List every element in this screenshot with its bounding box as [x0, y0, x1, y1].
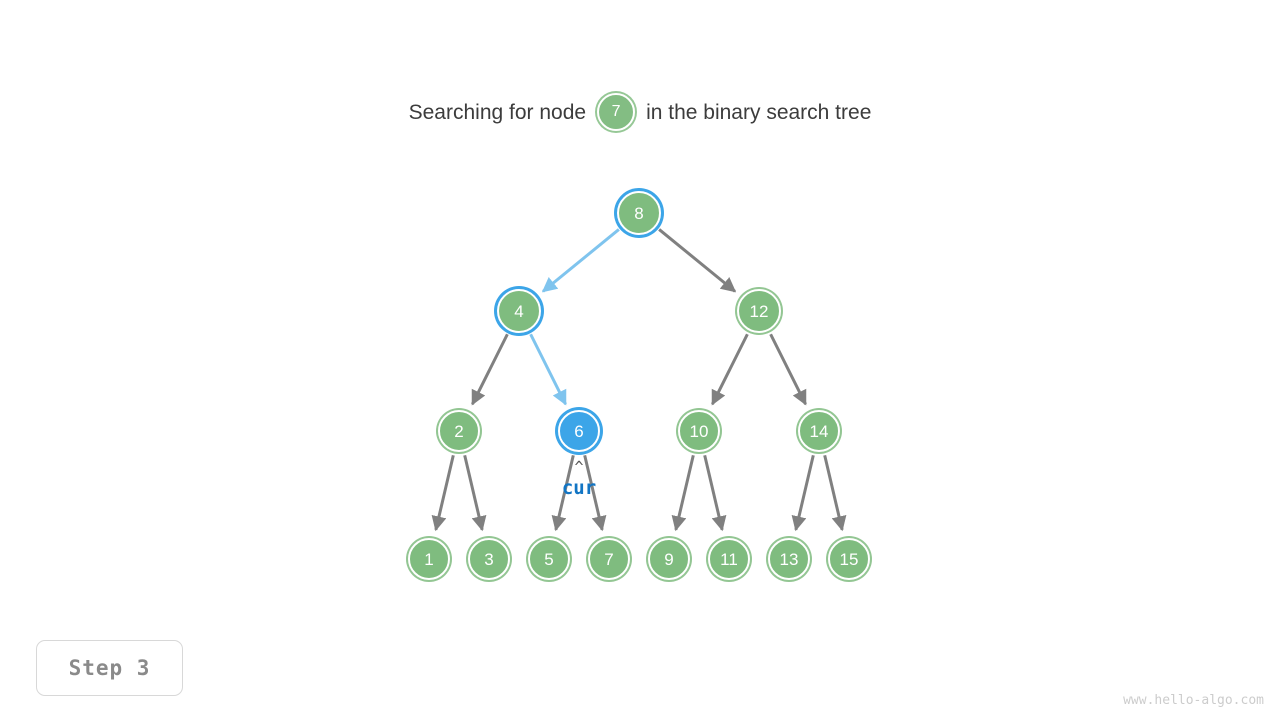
tree-node-11: 11 [708, 538, 750, 580]
title-target-node: 7 [594, 90, 638, 134]
page-title: Searching for node 7 in the binary searc… [0, 88, 1280, 136]
tree-node-label: 12 [749, 301, 769, 321]
tree-node-label: 7 [604, 549, 614, 569]
tree-edge [551, 454, 575, 532]
title-target-node-label: 7 [597, 93, 636, 131]
title-prefix-text: Searching for node [408, 100, 587, 124]
tree-node-9: 9 [648, 538, 690, 580]
tree-edge [703, 454, 727, 532]
tree-node-label: 5 [544, 549, 554, 569]
tree-node-4: 4 [497, 289, 541, 333]
tree-node-label: 4 [514, 301, 524, 321]
tree-node-2: 2 [438, 410, 480, 452]
watermark: www.hello-algo.com [1123, 693, 1264, 708]
tree-node-label: 2 [454, 421, 464, 441]
step-badge-label: Step 3 [68, 656, 151, 680]
tree-node-label: 10 [689, 421, 709, 441]
tree-edge [463, 454, 487, 532]
tree-edge [431, 454, 455, 532]
tree-edge [471, 333, 509, 406]
tree-node-label: 13 [779, 549, 799, 569]
tree-node-label: 15 [839, 549, 859, 569]
tree-node-3: 3 [468, 538, 510, 580]
tree-edge [791, 454, 815, 532]
tree-edge [823, 454, 847, 532]
tree-node-label: 8 [634, 203, 644, 223]
tree-node-label: 14 [809, 421, 829, 441]
tree-node-label: 11 [720, 549, 738, 569]
tree-node-10: 10 [678, 410, 720, 452]
tree-node-1: 1 [408, 538, 450, 580]
tree-node-14: 14 [798, 410, 840, 452]
tree-node-6: 6 [558, 410, 600, 452]
tree-edge [671, 454, 695, 532]
tree-node-label: 1 [424, 549, 434, 569]
tree-node-5: 5 [528, 538, 570, 580]
tree-node-13: 13 [768, 538, 810, 580]
tree-node-8: 8 [617, 191, 661, 235]
step-badge: Step 3 [36, 640, 183, 696]
tree-edge [769, 333, 807, 406]
tree-edge [583, 454, 607, 532]
tree-node-label: 3 [484, 549, 494, 569]
tree-node-15: 15 [828, 538, 870, 580]
tree-edge [529, 333, 567, 406]
tree-edge [711, 333, 749, 406]
tree-node-label: 9 [664, 549, 674, 569]
title-suffix-text: in the binary search tree [646, 100, 872, 124]
tree-node-label: 6 [574, 421, 584, 441]
tree-edge [541, 228, 620, 293]
tree-node-12: 12 [737, 289, 781, 333]
tree-edge [658, 228, 737, 293]
tree-node-7: 7 [588, 538, 630, 580]
